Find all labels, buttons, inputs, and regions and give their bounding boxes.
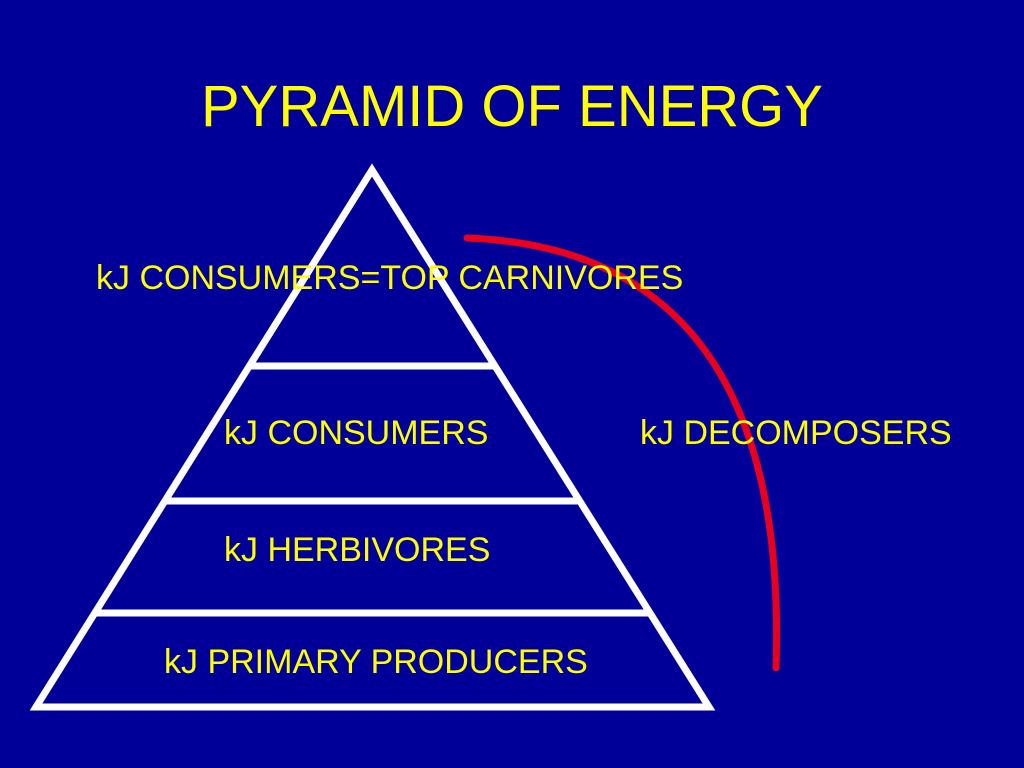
pyramid-outline	[29, 163, 716, 711]
decomposers-label: kJ DECOMPOSERS	[640, 414, 952, 452]
level-top-carnivores-label: kJ CONSUMERS=TOP CARNIVORES	[96, 259, 684, 297]
decomposer-arc	[463, 234, 781, 672]
level-primary-producers-label: kJ PRIMARY PRODUCERS	[164, 643, 588, 681]
level-herbivores-label: kJ HERBIVORES	[224, 531, 491, 569]
level-consumers-label: kJ CONSUMERS	[224, 414, 489, 452]
page-title: PYRAMID OF ENERGY	[201, 74, 823, 139]
